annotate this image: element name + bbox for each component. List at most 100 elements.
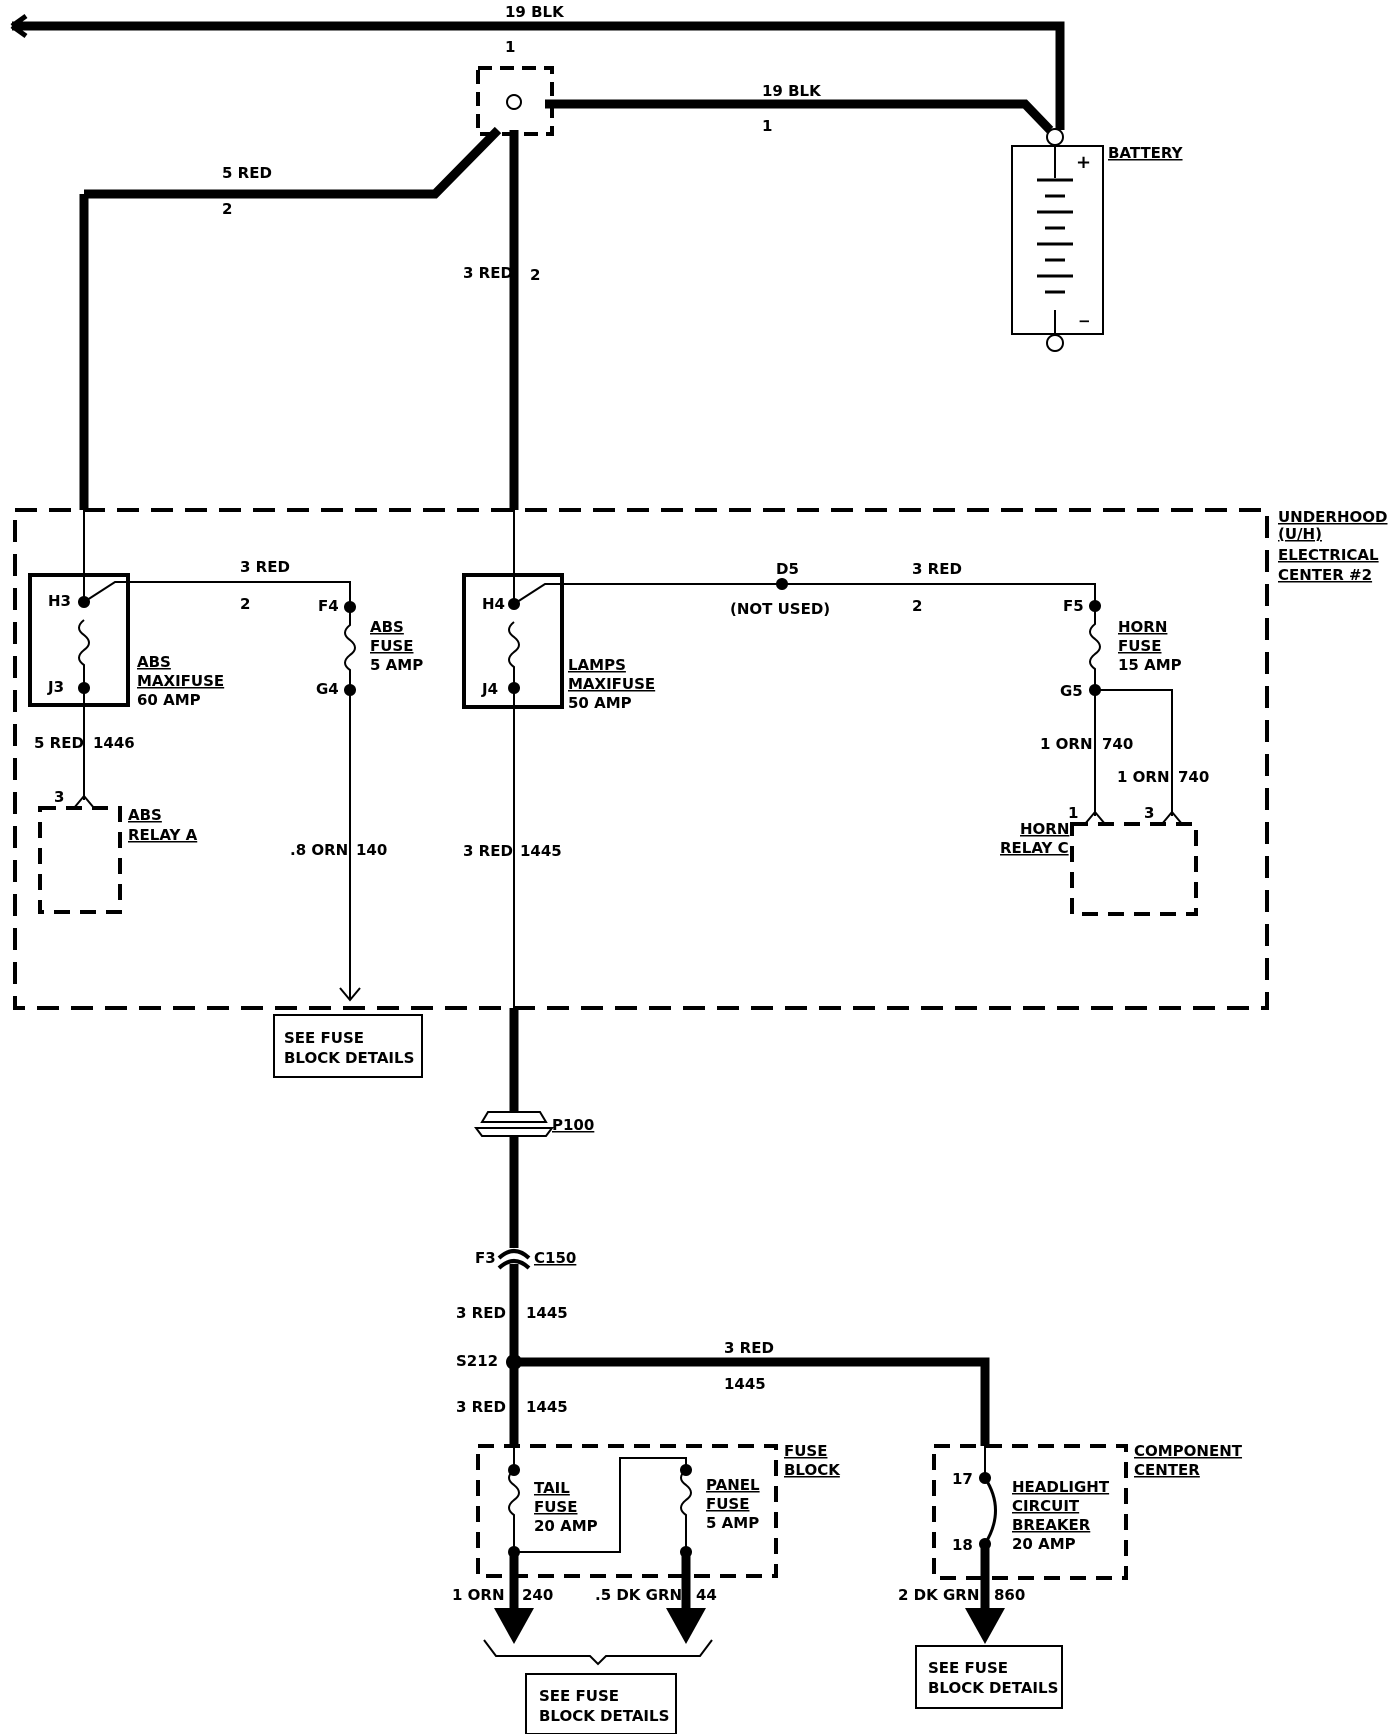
svg-text:HEADLIGHT: HEADLIGHT xyxy=(1012,1478,1110,1496)
wire-label-horn-b-gauge: 1 ORN xyxy=(1117,768,1170,786)
fuse-block-label: FUSE BLOCK xyxy=(784,1442,841,1479)
wire-label-hl-out-gauge: 2 DK GRN xyxy=(898,1586,979,1604)
svg-text:ABS: ABS xyxy=(128,806,162,824)
lamps-maxifuse-label: LAMPS MAXIFUSE 50 AMP xyxy=(568,656,655,712)
svg-text:ABS: ABS xyxy=(370,618,404,636)
terminal-d5: D5 xyxy=(776,560,799,578)
junction-block xyxy=(476,66,554,136)
svg-text:CIRCUIT: CIRCUIT xyxy=(1012,1497,1080,1515)
wire-label-horn-a-circuit: 740 xyxy=(1102,735,1133,753)
svg-text:20 AMP: 20 AMP xyxy=(534,1517,598,1535)
wire-label-abs-fuse-out-gauge: .8 ORN xyxy=(290,841,348,859)
svg-text:TAIL: TAIL xyxy=(534,1479,570,1497)
wire-label-top-circuit: 1 xyxy=(505,38,515,56)
svg-text:MAXIFUSE: MAXIFUSE xyxy=(137,672,224,690)
svg-text:HORN: HORN xyxy=(1118,618,1167,636)
wire-label-abs-out-gauge: 5 RED xyxy=(34,734,84,752)
terminal-18: 18 xyxy=(952,1536,973,1554)
svg-text:15 AMP: 15 AMP xyxy=(1118,656,1182,674)
abs-maxifuse-label: ABS MAXIFUSE 60 AMP xyxy=(137,653,224,709)
wire-label-horn-link-circuit: 2 xyxy=(912,597,922,615)
tail-fuse-label: TAIL FUSE 20 AMP xyxy=(534,1479,598,1535)
horn-relay-label: HORN RELAY C xyxy=(1000,820,1069,857)
wire-label-abs-link-circuit: 2 xyxy=(240,595,250,613)
abs-relay-pin: 3 xyxy=(54,788,64,806)
svg-text:RELAY A: RELAY A xyxy=(128,826,198,844)
wire-label-center-gauge: 3 RED xyxy=(463,264,513,282)
horn-relay-pin3: 3 xyxy=(1144,804,1154,822)
see-fuse-details-box-2 xyxy=(525,1673,677,1734)
wire-label-abs-out-circuit: 1446 xyxy=(93,734,135,752)
wire-label-horn-a-gauge: 1 ORN xyxy=(1040,735,1093,753)
wire-label-left-circuit: 2 xyxy=(222,200,232,218)
wire-label-c150-out-gauge: 3 RED xyxy=(456,1304,506,1322)
battery-label: BATTERY xyxy=(1108,144,1184,162)
wire-label-horn-b-circuit: 740 xyxy=(1178,768,1209,786)
p100-label: P100 xyxy=(552,1116,594,1134)
svg-text:BLOCK: BLOCK xyxy=(784,1461,841,1479)
svg-text:BREAKER: BREAKER xyxy=(1012,1516,1091,1534)
wire-label-horn-link-gauge: 3 RED xyxy=(912,560,962,578)
svg-text:COMPONENT: COMPONENT xyxy=(1134,1442,1243,1460)
battery xyxy=(1011,128,1104,352)
see-fuse-3-line2: BLOCK DETAILS xyxy=(928,1679,1058,1697)
wire-label-lamps-out-gauge: 3 RED xyxy=(463,842,513,860)
wire-label-lamps-out-circuit: 1445 xyxy=(520,842,562,860)
wire-label-panel-out-gauge: .5 DK GRN xyxy=(595,1586,682,1604)
details-brace xyxy=(483,1639,713,1666)
battery-plus-icon: + xyxy=(1076,152,1091,173)
horn-relay-pin1: 1 xyxy=(1068,804,1078,822)
wire-label-top-gauge: 19 BLK xyxy=(505,3,565,21)
fuse-block xyxy=(476,1444,778,1578)
svg-text:CENTER: CENTER xyxy=(1134,1461,1200,1479)
wire-label-s212-right-gauge: 3 RED xyxy=(724,1339,774,1357)
terminal-h4: H4 xyxy=(482,595,505,613)
wire-label-batt-gauge: 19 BLK xyxy=(762,82,822,100)
see-fuse-details-box-3 xyxy=(915,1645,1063,1709)
svg-text:60 AMP: 60 AMP xyxy=(137,691,201,709)
svg-text:FUSE: FUSE xyxy=(784,1442,827,1460)
battery-feed-wires xyxy=(10,13,1065,510)
wire-label-panel-out-circuit: 44 xyxy=(696,1586,717,1604)
battery-minus-icon: − xyxy=(1078,312,1091,330)
see-fuse-1-line1: SEE FUSE xyxy=(284,1029,364,1047)
see-fuse-2-line1: SEE FUSE xyxy=(539,1687,619,1705)
svg-text:FUSE: FUSE xyxy=(706,1495,749,1513)
c150-label: C150 xyxy=(534,1249,576,1267)
wire-label-left-gauge: 5 RED xyxy=(222,164,272,182)
wire-label-s212-right-circuit: 1445 xyxy=(724,1375,766,1393)
svg-text:50 AMP: 50 AMP xyxy=(568,694,632,712)
svg-text:ELECTRICAL: ELECTRICAL xyxy=(1278,546,1379,564)
terminal-j3: J3 xyxy=(47,678,64,696)
wire-label-abs-link-gauge: 3 RED xyxy=(240,558,290,576)
underhood-electrical-center xyxy=(13,508,1269,1010)
wire-label-tail-out-gauge: 1 ORN xyxy=(452,1586,505,1604)
terminal-g4: G4 xyxy=(316,680,339,698)
wire-label-s212-down-gauge: 3 RED xyxy=(456,1398,506,1416)
wire-label-hl-out-circuit: 860 xyxy=(994,1586,1025,1604)
junction-stud xyxy=(506,94,522,110)
see-fuse-details-box-1 xyxy=(273,1014,423,1078)
svg-text:FUSE: FUSE xyxy=(370,637,413,655)
see-fuse-1-line2: BLOCK DETAILS xyxy=(284,1049,414,1067)
splice-s212-label: S212 xyxy=(456,1352,498,1370)
terminal-f5: F5 xyxy=(1063,597,1084,615)
see-fuse-2-line2: BLOCK DETAILS xyxy=(539,1707,669,1725)
wire-label-tail-out-circuit: 240 xyxy=(522,1586,553,1604)
wire-label-abs-fuse-out-circuit: 140 xyxy=(356,841,387,859)
terminal-h3: H3 xyxy=(48,592,71,610)
terminal-j4: J4 xyxy=(481,680,498,698)
not-used-label: (NOT USED) xyxy=(730,600,830,618)
svg-text:5 AMP: 5 AMP xyxy=(370,656,423,674)
svg-text:UNDERHOOD: UNDERHOOD xyxy=(1278,508,1388,526)
svg-text:ABS: ABS xyxy=(137,653,171,671)
abs-maxifuse-box xyxy=(28,573,130,707)
svg-text:LAMPS: LAMPS xyxy=(568,656,626,674)
svg-text:CENTER #2: CENTER #2 xyxy=(1278,566,1372,584)
svg-text:(U/H): (U/H) xyxy=(1278,525,1322,543)
wire-label-c150-out-circuit: 1445 xyxy=(526,1304,568,1322)
svg-text:5 AMP: 5 AMP xyxy=(706,1514,759,1532)
c150-connector xyxy=(497,1249,531,1270)
wire-label-center-circuit: 2 xyxy=(530,266,540,284)
terminal-17: 17 xyxy=(952,1470,973,1488)
